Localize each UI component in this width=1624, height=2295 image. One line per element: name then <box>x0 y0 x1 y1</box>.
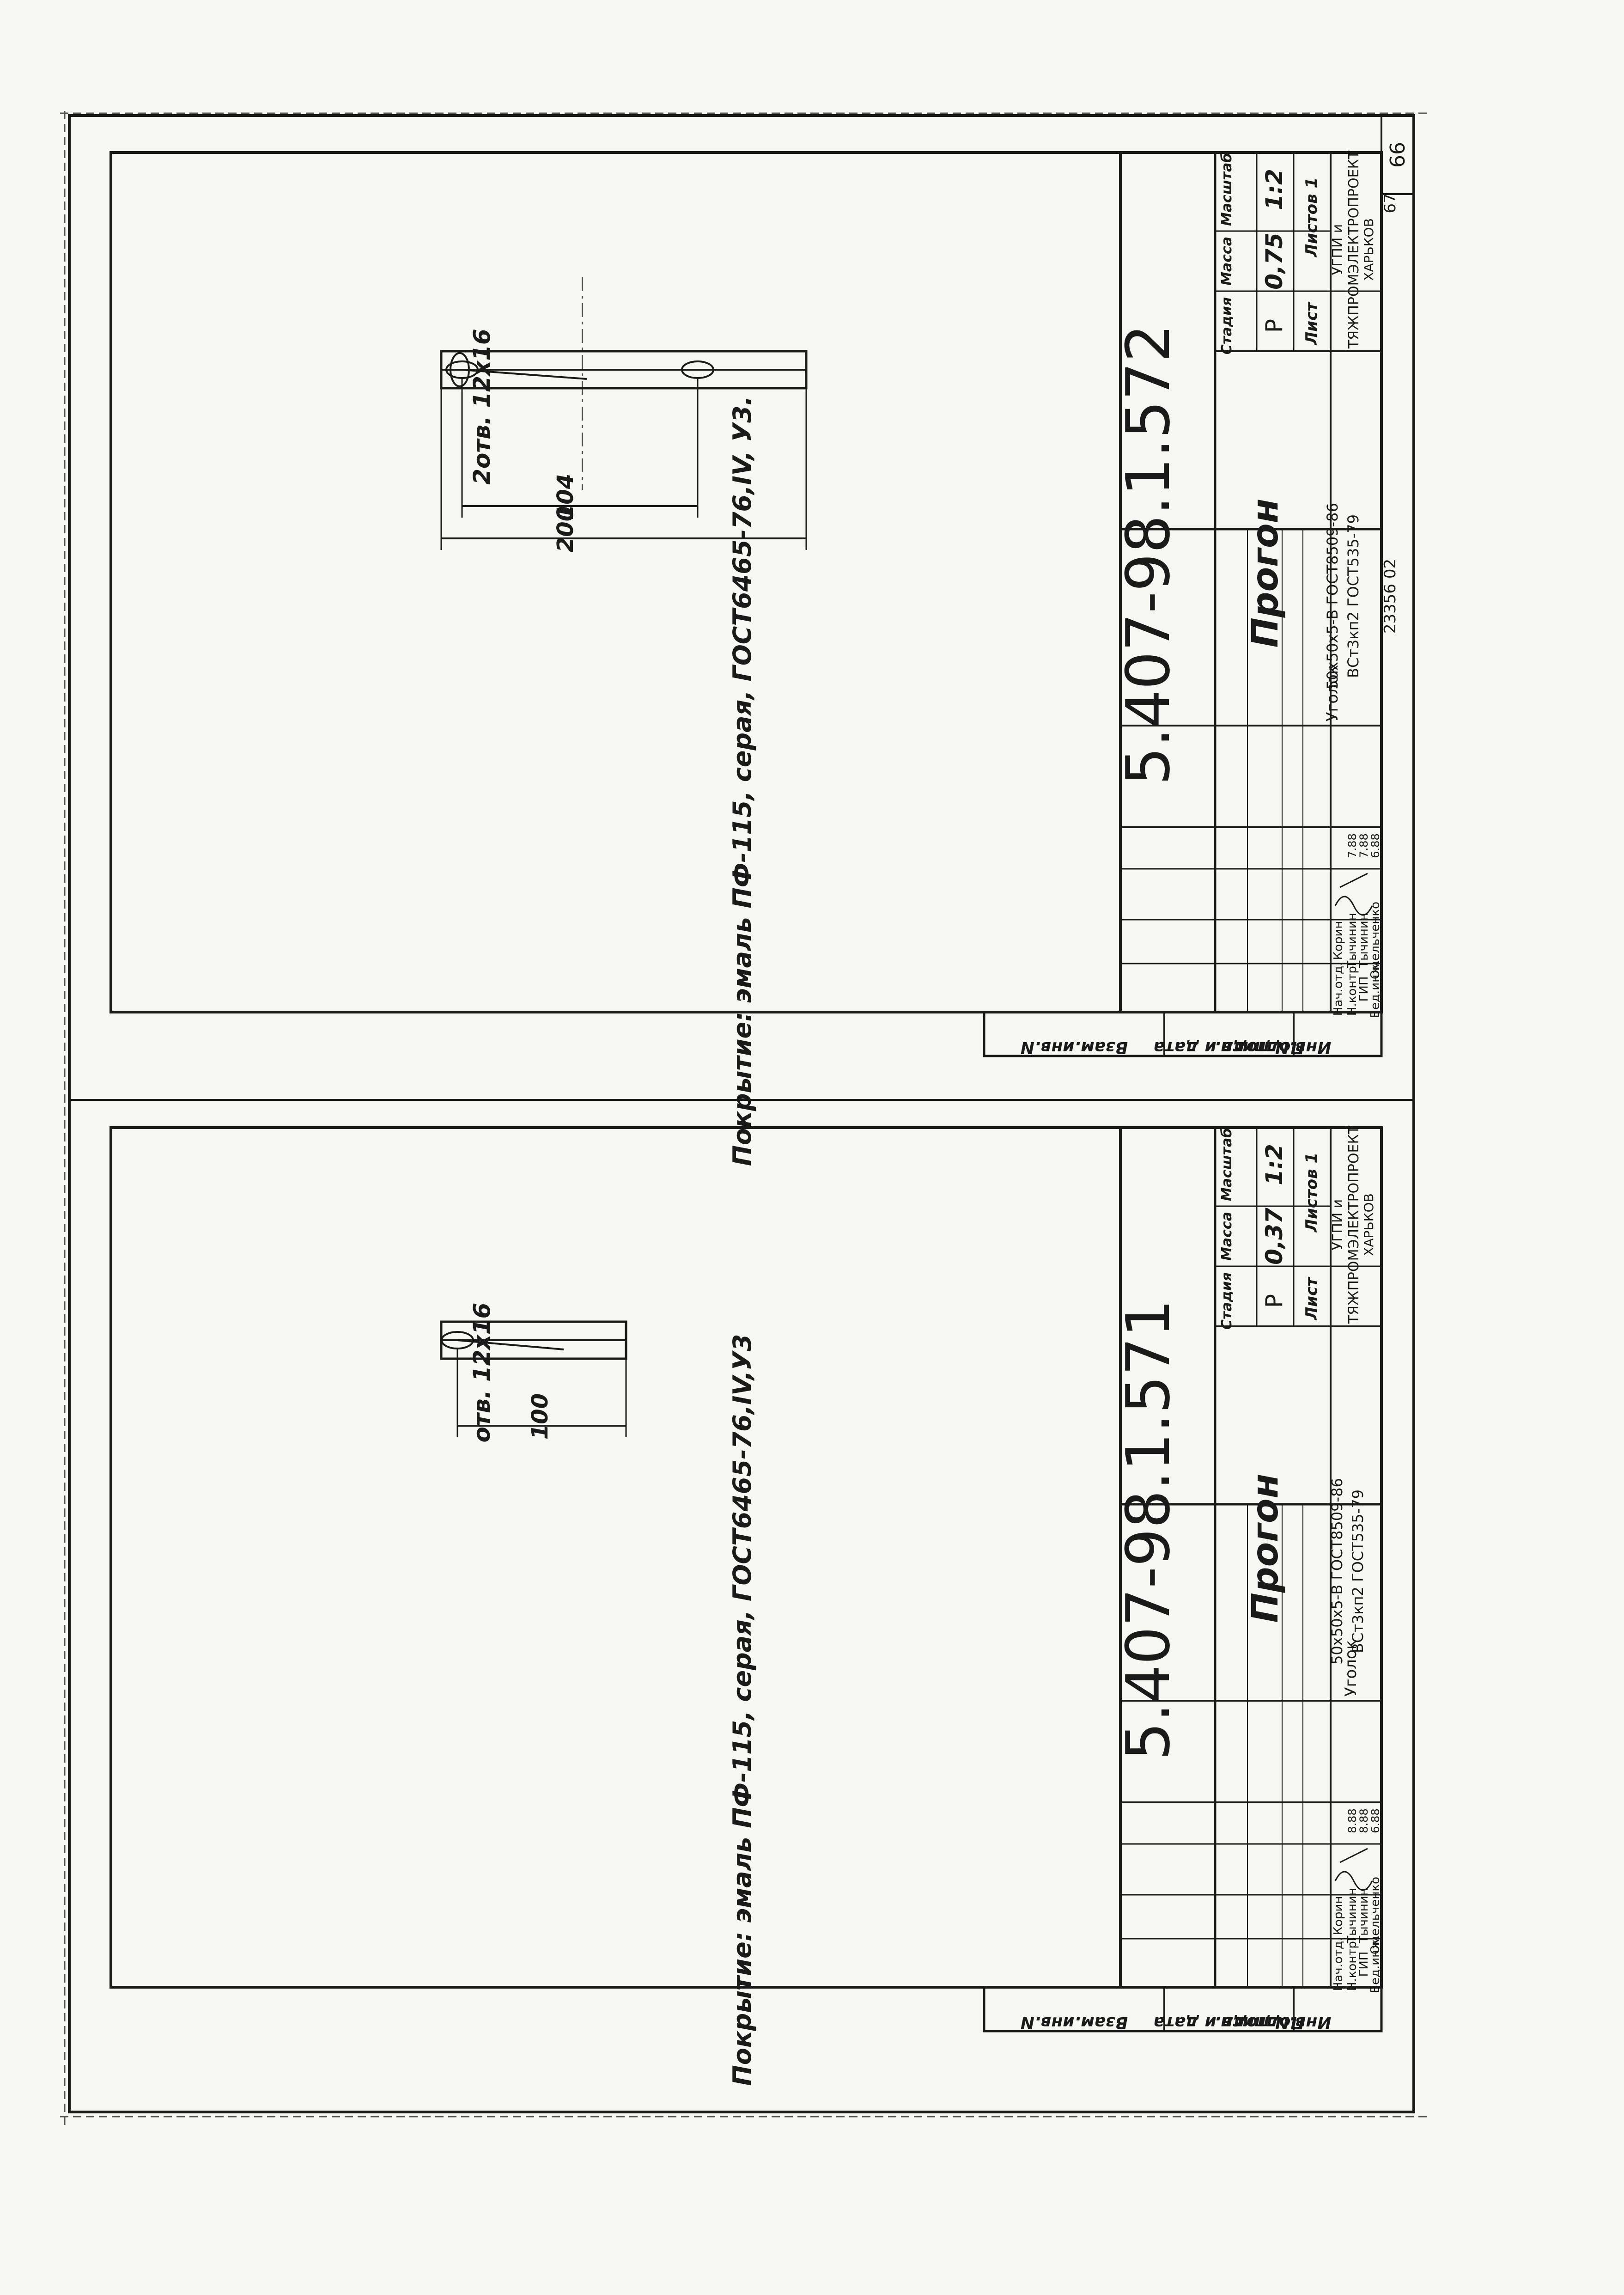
bottom-coating-note: Покрытие: эмаль ПФ-115, серая, ГОСТ6465-… <box>728 1334 757 2086</box>
bottom-signer-role-4: Вед.инж. <box>1369 1935 1382 1993</box>
bottom-material-name: Уголок <box>1342 1640 1360 1697</box>
top-mass: 0,75 <box>1261 232 1288 289</box>
top-signer-date-2: 7.88 <box>1346 833 1359 858</box>
bottom-signature <box>1334 1848 1373 1891</box>
top-frame <box>109 151 1383 1013</box>
bottom-org-3: ХАРЬКОВ <box>1361 1193 1376 1256</box>
bottom-side-label-3: Взам.инв.N <box>1021 2013 1128 2032</box>
top-stage: Р <box>1261 319 1288 333</box>
top-drawing: Инв.N подл. Подпись и дата Взам.инв.N 10… <box>109 150 1399 1166</box>
top-signature <box>1334 873 1373 916</box>
bottom-side-label-2: Подпись и дата <box>1154 2013 1305 2032</box>
top-sheet-bottom-number: 67 <box>1381 193 1399 213</box>
top-sheet-label: Лист <box>1302 301 1321 345</box>
top-holes-note: 2отв. 12х16 <box>468 329 495 485</box>
top-designation: 5.407-98.1.572 <box>1113 324 1183 785</box>
top-signer-role-4: Вед.инж. <box>1369 960 1382 1018</box>
top-leader <box>462 369 587 380</box>
bottom-designation: 5.407-98.1.571 <box>1113 1299 1183 1760</box>
top-org-3: ХАРЬКОВ <box>1361 218 1376 281</box>
top-side-stamp <box>983 1011 1383 1057</box>
top-mass-label: Масса <box>1219 237 1235 286</box>
bottom-signer-role-3: ГИП <box>1357 1952 1371 1977</box>
top-signer-name-4: Омельченко <box>1369 902 1382 979</box>
bottom-signer-role-2: Н.контр. <box>1345 1937 1359 1991</box>
top-side-label-1: Инв.N подл. <box>1215 1038 1332 1057</box>
top-side-label-2: Подпись и дата <box>1154 1038 1305 1057</box>
bottom-sheets-label: Листов 1 <box>1302 1153 1321 1233</box>
top-stage-label: Стадия <box>1219 297 1235 354</box>
top-signer-name-1: Корин <box>1332 921 1345 960</box>
top-dim-outer: 200 <box>553 506 578 552</box>
bottom-dim-inner: 100 <box>527 1393 553 1440</box>
bottom-material-profile: 50x50x5-В ГОСТ8509-86 <box>1328 1478 1346 1665</box>
top-scale-label: Масштаб <box>1219 153 1235 226</box>
bottom-sheet-label: Лист <box>1302 1276 1321 1320</box>
bottom-side-stamp <box>983 1986 1383 2033</box>
bottom-signer-name-2: Тычинин <box>1345 1888 1359 1944</box>
bottom-org-2: ТЯЖПРОМЭЛЕКТРОПРОЕКТ <box>1346 1125 1362 1324</box>
top-signer-role-3: ГИП <box>1357 977 1371 1002</box>
sheet-border <box>68 114 1415 2113</box>
bottom-leader <box>457 1339 564 1350</box>
bottom-scale-label: Масштаб <box>1219 1128 1235 1201</box>
top-coating-note: Покрытие: эмаль ПФ-115, серая, ГОСТ6465-… <box>728 396 757 1166</box>
top-org-1: УГПИ и <box>1330 224 1346 275</box>
top-signer-role-2: Н.контр. <box>1345 962 1359 1016</box>
bottom-mass: 0,37 <box>1261 1208 1288 1265</box>
bottom-side-label-1: Инв.N подл. <box>1215 2013 1332 2032</box>
top-org-2: ТЯЖПРОМЭЛЕКТРОПРОЕКТ <box>1346 150 1362 349</box>
bottom-material-grade: ВСт3кп2 ГОСТ535-79 <box>1349 1489 1367 1653</box>
bottom-title: Прогон <box>1245 1474 1286 1623</box>
bottom-hole <box>441 1331 474 1349</box>
top-material-grade: ВСт3кп2 ГОСТ535-79 <box>1344 514 1362 678</box>
bottom-mass-label: Масса <box>1219 1212 1235 1261</box>
top-hole-b <box>681 360 714 379</box>
top-side-label-3: Взам.инв.N <box>1021 1038 1128 1057</box>
top-material-name: Уголок <box>1323 665 1342 721</box>
bottom-signer-date-4: 6.88 <box>1369 1808 1382 1833</box>
bottom-signer-name-1: Корин <box>1332 1896 1345 1935</box>
page-number: 66 <box>1386 142 1410 168</box>
bottom-drawing: Инв.N подл. Подпись и дата Взам.инв.N 10… <box>109 1125 1383 2086</box>
bottom-signer-name-4: Омельченко <box>1369 1877 1382 1954</box>
top-sheets-label: Листов 1 <box>1302 177 1321 257</box>
bottom-scale: 1:2 <box>1261 1144 1288 1185</box>
top-dim-inner: 104 <box>553 474 578 520</box>
bottom-stage-label: Стадия <box>1219 1272 1235 1330</box>
top-material-profile: 50x50x5-В ГОСТ8509-86 <box>1324 503 1341 690</box>
top-scale: 1:2 <box>1261 169 1288 210</box>
top-archive-number: 23356 02 <box>1381 559 1399 634</box>
top-signer-date-4: 6.88 <box>1369 833 1382 858</box>
bottom-stage: Р <box>1261 1294 1288 1308</box>
bottom-holes-note: отв. 12х16 <box>468 1303 495 1443</box>
bottom-signer-name-3: Тычинин <box>1357 1888 1371 1944</box>
bottom-org-1: УГПИ и <box>1330 1199 1346 1251</box>
top-signer-name-3: Тычинин <box>1357 913 1371 969</box>
top-signer-date-3: 7.88 <box>1357 833 1370 858</box>
top-signer-role-1: Нач.отд. <box>1332 962 1345 1016</box>
bottom-signer-role-1: Нач.отд. <box>1332 1937 1345 1991</box>
bottom-signer-date-2: 8.88 <box>1346 1808 1359 1833</box>
top-title: Прогон <box>1245 499 1286 648</box>
top-signer-name-2: Тычинин <box>1345 913 1359 969</box>
top-hole-a <box>445 360 479 379</box>
bottom-signer-date-3: 8.88 <box>1357 1808 1370 1833</box>
bottom-frame <box>109 1126 1383 1989</box>
